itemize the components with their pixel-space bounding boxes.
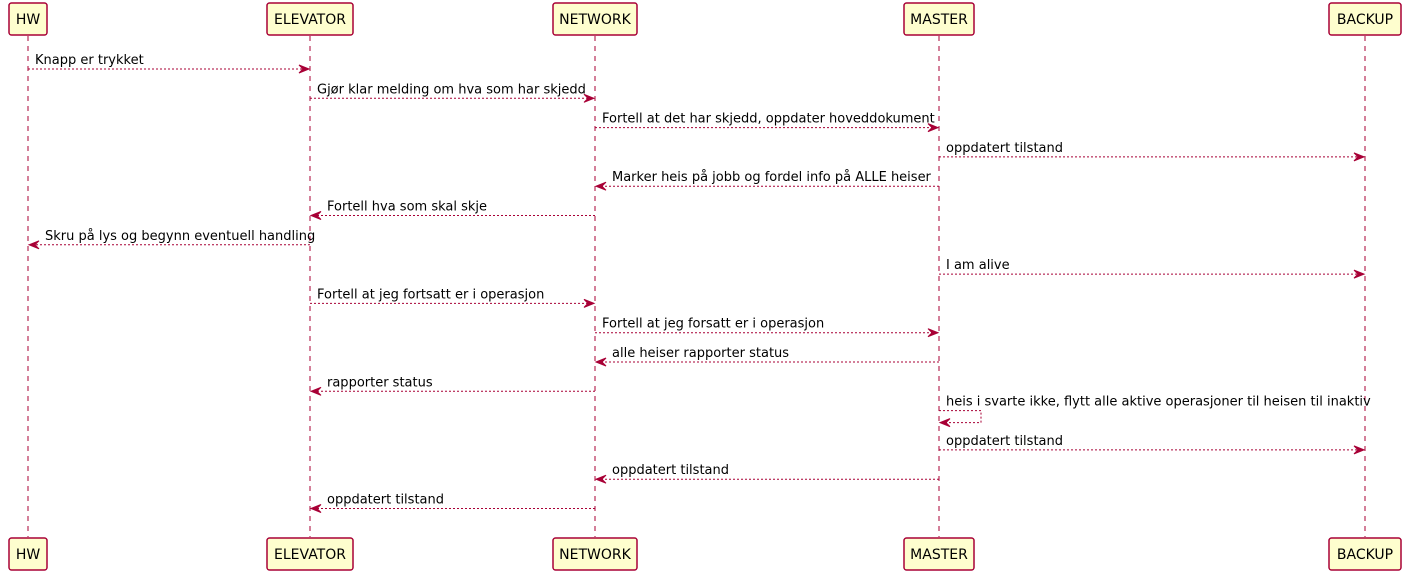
message: rapporter status bbox=[309, 375, 595, 396]
message-label: Marker heis på jobb og fordel info på AL… bbox=[612, 170, 932, 185]
arrow-head bbox=[594, 474, 607, 484]
message: Knapp er trykket bbox=[28, 53, 311, 74]
participant-elevator-top: ELEVATOR bbox=[266, 2, 354, 36]
message: Fortell at jeg fortsatt er i operasjon bbox=[310, 287, 596, 308]
participant-elevator-bottom: ELEVATOR bbox=[266, 537, 354, 571]
message-line bbox=[939, 410, 982, 424]
message-label: Fortell at jeg fortsatt er i operasjon bbox=[317, 287, 544, 302]
participant-label: NETWORK bbox=[559, 12, 631, 28]
message: alle heiser rapporter status bbox=[594, 346, 939, 367]
message: oppdatert tilstand bbox=[939, 434, 1366, 455]
participant-box bbox=[266, 2, 354, 36]
arrow-head bbox=[594, 357, 607, 367]
participant-network-bottom: NETWORK bbox=[552, 537, 638, 571]
message-label: oppdatert tilstand bbox=[946, 141, 1063, 156]
arrow-head bbox=[298, 64, 311, 74]
participant-box bbox=[266, 537, 354, 571]
arrow-head bbox=[309, 211, 322, 220]
participant-hw-top: HW bbox=[8, 2, 48, 36]
arrow-head bbox=[27, 240, 40, 250]
arrow-head bbox=[309, 504, 322, 513]
arrow-head bbox=[1353, 152, 1366, 162]
lifelines bbox=[27, 36, 1366, 537]
participant-backup-bottom: BACKUP bbox=[1328, 537, 1402, 571]
message-label: I am alive bbox=[946, 258, 1010, 273]
message-label: Fortell hva som skal skje bbox=[327, 200, 487, 215]
message-label: Fortell at det har skjedd, oppdater hove… bbox=[602, 112, 935, 127]
participant-label: HW bbox=[16, 12, 41, 28]
message: oppdatert tilstand bbox=[309, 493, 595, 513]
arrow-head bbox=[1353, 445, 1366, 455]
arrow-head bbox=[938, 418, 951, 428]
participant-box bbox=[552, 537, 638, 571]
participant-box bbox=[1328, 2, 1402, 36]
arrow-head bbox=[583, 93, 596, 103]
participant-network-top: NETWORK bbox=[552, 2, 638, 36]
message: Fortell hva som skal skje bbox=[309, 200, 595, 220]
arrow-head bbox=[583, 298, 596, 308]
arrow-head bbox=[594, 181, 607, 191]
participant-label: MASTER bbox=[910, 12, 968, 28]
arrow-head bbox=[1353, 269, 1366, 279]
message: heis i svarte ikke, flytt alle aktive op… bbox=[938, 395, 1371, 428]
participants-bottom: HW ELEVATOR NETWORK MASTER BACKUP bbox=[8, 537, 1402, 571]
participant-box bbox=[8, 537, 48, 571]
message-label: oppdatert tilstand bbox=[946, 434, 1063, 449]
participant-master-bottom: MASTER bbox=[903, 537, 975, 571]
participant-label: NETWORK bbox=[559, 547, 631, 563]
participant-label: MASTER bbox=[910, 547, 968, 563]
message-label: rapporter status bbox=[327, 375, 433, 390]
participant-label: ELEVATOR bbox=[274, 547, 346, 563]
message: Fortell at det har skjedd, oppdater hove… bbox=[595, 112, 940, 133]
message: oppdatert tilstand bbox=[939, 141, 1366, 162]
message: Gjør klar melding om hva som har skjedd bbox=[310, 82, 596, 103]
message-label: oppdatert tilstand bbox=[327, 493, 444, 508]
message: Fortell at jeg forsatt er i operasjon bbox=[595, 317, 940, 338]
message-label: Skru på lys og begynn eventuell handling bbox=[45, 229, 315, 244]
participant-label: BACKUP bbox=[1337, 12, 1393, 28]
message-label: alle heiser rapporter status bbox=[612, 346, 789, 361]
participant-box bbox=[552, 2, 638, 36]
participant-master-top: MASTER bbox=[903, 2, 975, 36]
participant-backup-top: BACKUP bbox=[1328, 2, 1402, 36]
message: Marker heis på jobb og fordel info på AL… bbox=[594, 170, 939, 191]
message: I am alive bbox=[939, 258, 1366, 279]
message-label: Knapp er trykket bbox=[35, 53, 144, 68]
participant-hw-bottom: HW bbox=[8, 537, 48, 571]
participant-box bbox=[8, 2, 48, 36]
message-label: oppdatert tilstand bbox=[612, 463, 729, 478]
arrow-head bbox=[309, 386, 322, 396]
participant-box bbox=[903, 537, 975, 571]
arrow-head bbox=[927, 328, 940, 338]
message-label: heis i svarte ikke, flytt alle aktive op… bbox=[946, 395, 1371, 410]
participant-label: ELEVATOR bbox=[274, 12, 346, 28]
message: Skru på lys og begynn eventuell handling bbox=[27, 229, 315, 250]
participant-box bbox=[1328, 537, 1402, 571]
participants-top: HW ELEVATOR NETWORK MASTER BACKUP bbox=[8, 2, 1402, 36]
message: oppdatert tilstand bbox=[594, 463, 939, 484]
participant-label: BACKUP bbox=[1337, 547, 1393, 563]
participant-label: HW bbox=[16, 547, 41, 563]
participant-box bbox=[903, 2, 975, 36]
arrow-head bbox=[927, 123, 940, 133]
message-label: Gjør klar melding om hva som har skjedd bbox=[317, 82, 586, 97]
message-label: Fortell at jeg forsatt er i operasjon bbox=[602, 317, 824, 332]
